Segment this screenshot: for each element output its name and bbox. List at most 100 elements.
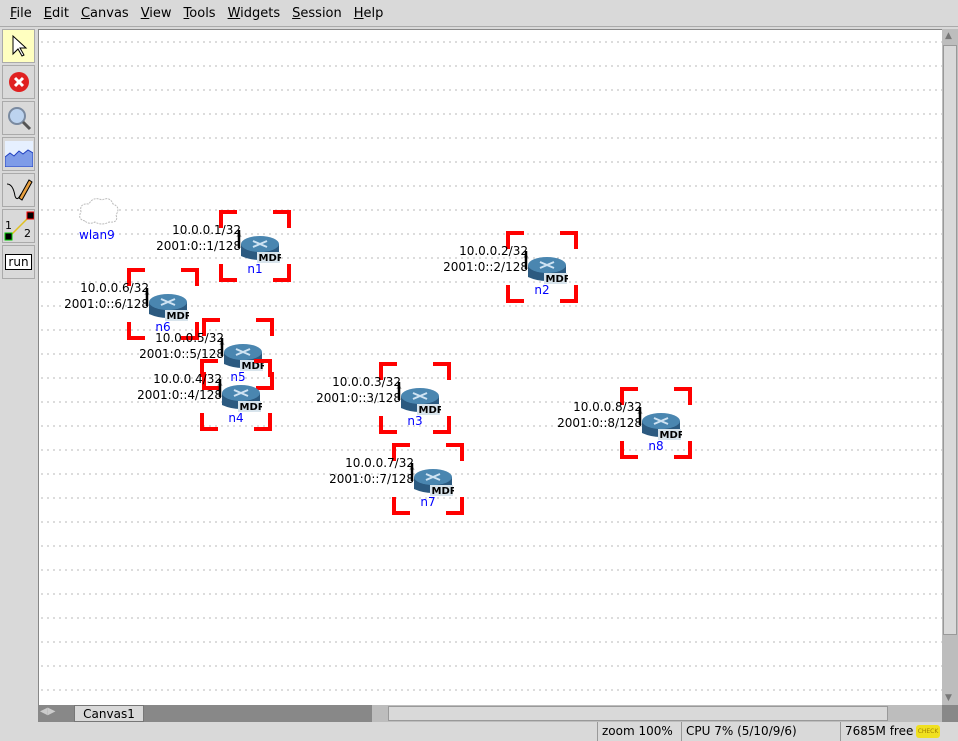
marker-button[interactable] (2, 173, 35, 207)
selection-corner (256, 318, 274, 336)
menu-tools[interactable]: Tools (183, 5, 216, 21)
selection-corner (620, 387, 638, 405)
router-icon: MDR (637, 407, 683, 441)
vertical-scrollbar[interactable]: ▲ ▼ (942, 29, 958, 705)
selection-corner (254, 413, 272, 431)
node-name: n7 (420, 495, 436, 509)
selection-corner (181, 268, 199, 286)
svg-text:MDR: MDR (432, 486, 455, 497)
selection-corner (256, 372, 274, 390)
run-label: run (5, 254, 32, 270)
menu-help[interactable]: Help (353, 5, 384, 21)
cpu-status: CPU 7% (5/10/9/6) (681, 722, 797, 741)
node-name: n6 (155, 320, 171, 334)
check-icon[interactable]: CHECK (916, 725, 940, 738)
selection-corner (202, 372, 220, 390)
selection-corner (379, 362, 397, 380)
router-icon: MDR (523, 251, 568, 285)
selection-corner (219, 264, 237, 282)
selection-corner (620, 441, 638, 459)
zoom-status: zoom 100% (597, 722, 673, 741)
selection-corner (127, 322, 145, 340)
svg-text:MDR: MDR (259, 253, 282, 264)
selection-corner (219, 210, 237, 228)
wlan-name: wlan9 (79, 228, 115, 242)
menu-canvas[interactable]: Canvas (80, 5, 129, 21)
pencil-icon (6, 179, 33, 201)
svg-text:MDR: MDR (167, 311, 190, 322)
node-name: n1 (247, 262, 263, 276)
magnifier-icon (7, 107, 31, 131)
svg-text:MDR: MDR (660, 430, 683, 441)
scroll-down-arrow[interactable]: ▼ (945, 693, 952, 703)
selection-corner (433, 362, 451, 380)
horizontal-scrollbar[interactable] (372, 705, 942, 722)
selection-corner (379, 416, 397, 434)
zoom-button[interactable] (2, 101, 35, 135)
svg-text:MDR: MDR (419, 405, 442, 416)
node-name: n2 (534, 283, 550, 297)
cursor-arrow-icon (12, 34, 27, 57)
chart-area-icon (4, 141, 33, 167)
selection-corner (560, 285, 578, 303)
tab-scroll-arrows[interactable]: ◀▶ (40, 706, 56, 717)
router-icon: MDR (217, 379, 262, 413)
node-name: n3 (407, 414, 423, 428)
selection-corner (433, 416, 451, 434)
router-icon: MDR (219, 338, 265, 372)
menu-session[interactable]: Session (292, 5, 342, 21)
plot-button[interactable] (2, 137, 35, 171)
run-tool-button[interactable]: run (2, 245, 35, 279)
select-tool-button[interactable] (2, 29, 35, 63)
router-icon: MDR (396, 382, 442, 416)
vertical-scroll-thumb[interactable] (943, 45, 957, 635)
tab-bar: ◀▶ Canvas1 (38, 705, 958, 722)
selection-corner (273, 264, 291, 282)
selection-corner (392, 497, 410, 515)
cloud-icon (79, 198, 119, 225)
stop-button[interactable] (2, 65, 35, 99)
router-icon: MDR (144, 288, 190, 322)
menu-bar: File Edit Canvas View Tools Widgets Sess… (0, 0, 958, 27)
link-nodes-icon: 12 (4, 211, 34, 241)
svg-text:MDR: MDR (242, 361, 265, 372)
selection-corner (200, 359, 218, 377)
memory-status: 7685M free (840, 722, 913, 741)
menu-edit[interactable]: Edit (43, 5, 69, 21)
stop-icon (8, 72, 29, 92)
node-name: n4 (228, 411, 244, 425)
wlan-node[interactable]: wlan9 (77, 195, 127, 242)
menu-file[interactable]: File (10, 5, 32, 21)
horizontal-scroll-thumb[interactable] (388, 706, 888, 721)
node-name: n5 (230, 370, 246, 384)
selection-corner (254, 359, 272, 377)
scroll-up-arrow[interactable]: ▲ (945, 31, 952, 41)
tab-canvas1[interactable]: Canvas1 (74, 705, 144, 722)
selection-corner (446, 443, 464, 461)
selection-corner (674, 387, 692, 405)
svg-text:1: 1 (5, 219, 12, 232)
selection-corner (273, 210, 291, 228)
menu-widgets[interactable]: Widgets (227, 5, 281, 21)
selection-corner (560, 231, 578, 249)
menu-view[interactable]: View (140, 5, 172, 21)
router-icon: MDR (236, 230, 282, 264)
svg-text:2: 2 (24, 227, 31, 240)
